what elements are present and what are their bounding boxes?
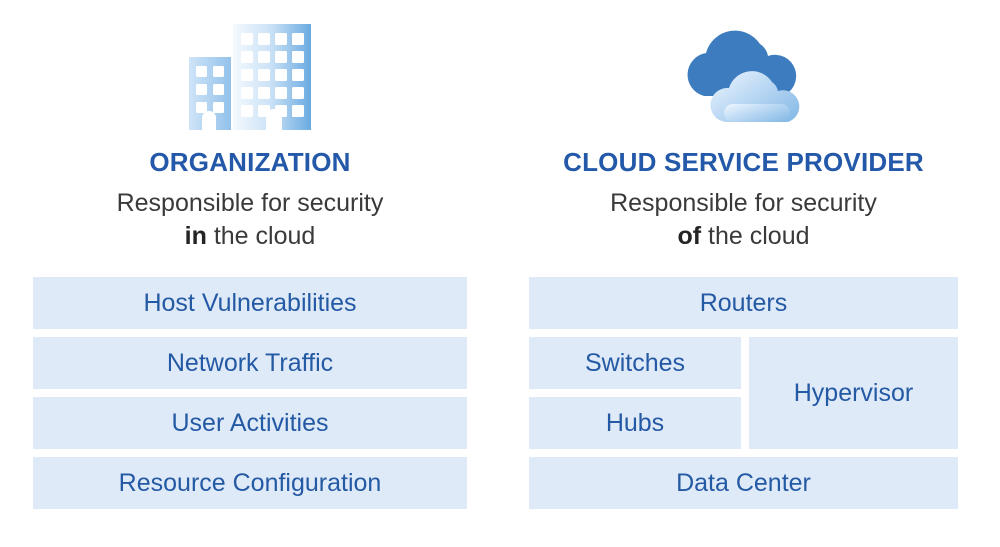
- cloud-service-provider-subtitle-line1: Responsible for security: [610, 188, 877, 217]
- list-item-label: Hubs: [605, 408, 665, 437]
- organization-subtitle-line1: Responsible for security: [116, 188, 384, 217]
- list-item-label: Hypervisor: [793, 378, 914, 407]
- list-item-label: Host Vulnerabilities: [143, 288, 357, 317]
- list-item-label: User Activities: [171, 408, 329, 437]
- list-item[interactable]: Hubs: [529, 397, 741, 449]
- organization-subtitle-emphasis: in: [184, 222, 207, 251]
- list-item[interactable]: Resource Configuration: [33, 457, 467, 509]
- cloud-service-provider-subtitle-line2-rest: the cloud: [701, 222, 810, 251]
- list-item-label: Routers: [699, 288, 788, 317]
- cloud-service-provider-responsibility-list: Routers Switches Hubs Hypervisor: [529, 277, 958, 509]
- split-row: Switches Hubs Hypervisor: [529, 337, 958, 449]
- office-buildings-icon: [33, 0, 467, 130]
- clouds-icon: [529, 0, 958, 130]
- list-item-label: Data Center: [676, 468, 811, 497]
- list-item[interactable]: Routers: [529, 277, 958, 329]
- list-item-label: Network Traffic: [166, 348, 334, 377]
- organization-responsibility-list: Host Vulnerabilities Network Traffic Use…: [33, 277, 467, 509]
- split-column-left: Switches Hubs: [529, 337, 741, 449]
- organization-column: ORGANIZATION Responsible for security in…: [33, 0, 467, 547]
- list-item[interactable]: Switches: [529, 337, 741, 389]
- organization-subtitle-line2-rest: the cloud: [206, 222, 316, 251]
- cloud-service-provider-subtitle-emphasis: of: [677, 222, 702, 251]
- list-item-label: Resource Configuration: [118, 468, 382, 497]
- split-column-right: Hypervisor: [749, 337, 958, 449]
- cloud-service-provider-subtitle: Responsible for security of the cloud: [529, 177, 958, 255]
- organization-subtitle: Responsible for security in the cloud: [33, 177, 467, 255]
- list-item[interactable]: Data Center: [529, 457, 958, 509]
- list-item[interactable]: Network Traffic: [33, 337, 467, 389]
- list-item[interactable]: User Activities: [33, 397, 467, 449]
- organization-title: ORGANIZATION: [149, 147, 351, 177]
- list-item[interactable]: Hypervisor: [749, 337, 958, 449]
- cloud-service-provider-title: CLOUD SERVICE PROVIDER: [563, 147, 924, 177]
- list-item-label: Switches: [584, 348, 686, 377]
- list-item[interactable]: Host Vulnerabilities: [33, 277, 467, 329]
- cloud-service-provider-column: CLOUD SERVICE PROVIDER Responsible for s…: [529, 0, 958, 547]
